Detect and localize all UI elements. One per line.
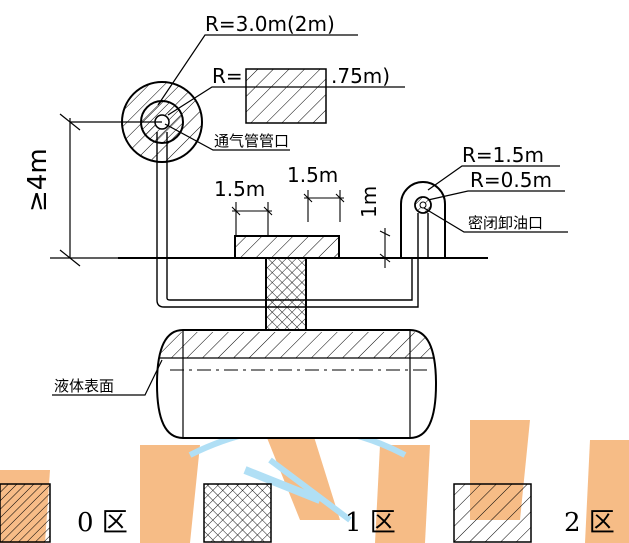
label-liquid-surface: 液体表面 <box>54 377 114 395</box>
legend-label-zone1: 1 区 <box>345 508 396 538</box>
label-vent-r-outer: R=3.0m(2m) <box>205 12 335 36</box>
label-unload-port: 密闭卸油口 <box>468 214 543 232</box>
label-unload-r-outer: R=1.5m <box>462 143 544 167</box>
unload-port-zone <box>400 181 446 259</box>
legend-label-zone2: 2 区 <box>564 508 615 538</box>
height-dimension <box>50 113 162 267</box>
label-dim-1m: 1m <box>357 186 381 218</box>
inline-zone2-sample <box>245 68 327 124</box>
label-height-min: ≥4m <box>23 148 53 212</box>
dim-1m <box>379 228 391 268</box>
label-dim-right: 1.5m <box>287 163 338 187</box>
dim-right <box>303 190 345 222</box>
dispenser-zone <box>234 235 340 259</box>
underground-tank <box>155 329 438 439</box>
dim-left <box>231 202 273 236</box>
label-vent-outlet: 通气管管口 <box>214 132 289 150</box>
legend-label-zone0: 0 区 <box>77 508 128 538</box>
vent-pipe <box>156 132 419 308</box>
label-dim-left: 1.5m <box>214 177 265 201</box>
label-vent-r-inner-prefix: R= <box>212 64 243 88</box>
legend: 0 区 1 区 2 区 <box>0 483 615 543</box>
tank-riser-zone <box>265 257 307 331</box>
label-unload-r-inner: R=0.5m <box>470 168 552 192</box>
label-vent-r-inner-suffix: .75m) <box>331 64 390 88</box>
